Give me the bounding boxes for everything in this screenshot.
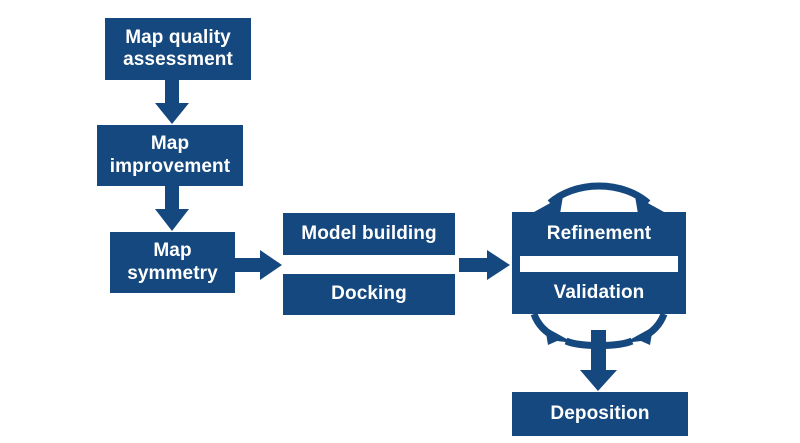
cycle-arc-bottom-left	[530, 312, 574, 345]
arrow-quality-to-improvement	[155, 80, 189, 124]
node-model-building-label: Model building	[301, 222, 437, 244]
node-validation-label: Validation	[553, 281, 645, 303]
node-deposition[interactable]: Deposition	[512, 392, 688, 436]
arrow-validation-to-deposition	[580, 330, 617, 391]
arrow-symmetry-to-building	[235, 250, 282, 280]
node-validation[interactable]: Validation	[512, 272, 686, 314]
node-map-improvement[interactable]: Map improvement	[97, 125, 243, 186]
node-map-quality-assessment-label: Map quality assessment	[123, 26, 233, 70]
node-model-building[interactable]: Model building	[283, 213, 455, 255]
cycle-arc-bottom-right	[624, 312, 668, 345]
arrow-improvement-to-symmetry	[155, 186, 189, 231]
node-map-improvement-label: Map improvement	[109, 133, 231, 177]
cycle-arc-bottom-center	[564, 337, 634, 349]
node-map-quality-assessment[interactable]: Map quality assessment	[105, 18, 251, 80]
cycle-arc-top-right	[598, 182, 664, 214]
node-refinement[interactable]: Refinement	[512, 212, 686, 256]
refinement-validation-group-rails	[512, 256, 686, 273]
node-map-symmetry-label: Map symmetry	[127, 240, 218, 284]
node-map-symmetry[interactable]: Map symmetry	[110, 232, 235, 293]
cycle-arc-top-left	[534, 182, 600, 214]
node-docking[interactable]: Docking	[283, 274, 455, 315]
node-docking-label: Docking	[331, 283, 407, 305]
node-deposition-label: Deposition	[550, 402, 650, 424]
node-refinement-label: Refinement	[546, 222, 652, 244]
arrow-building-to-refinement	[459, 250, 510, 280]
